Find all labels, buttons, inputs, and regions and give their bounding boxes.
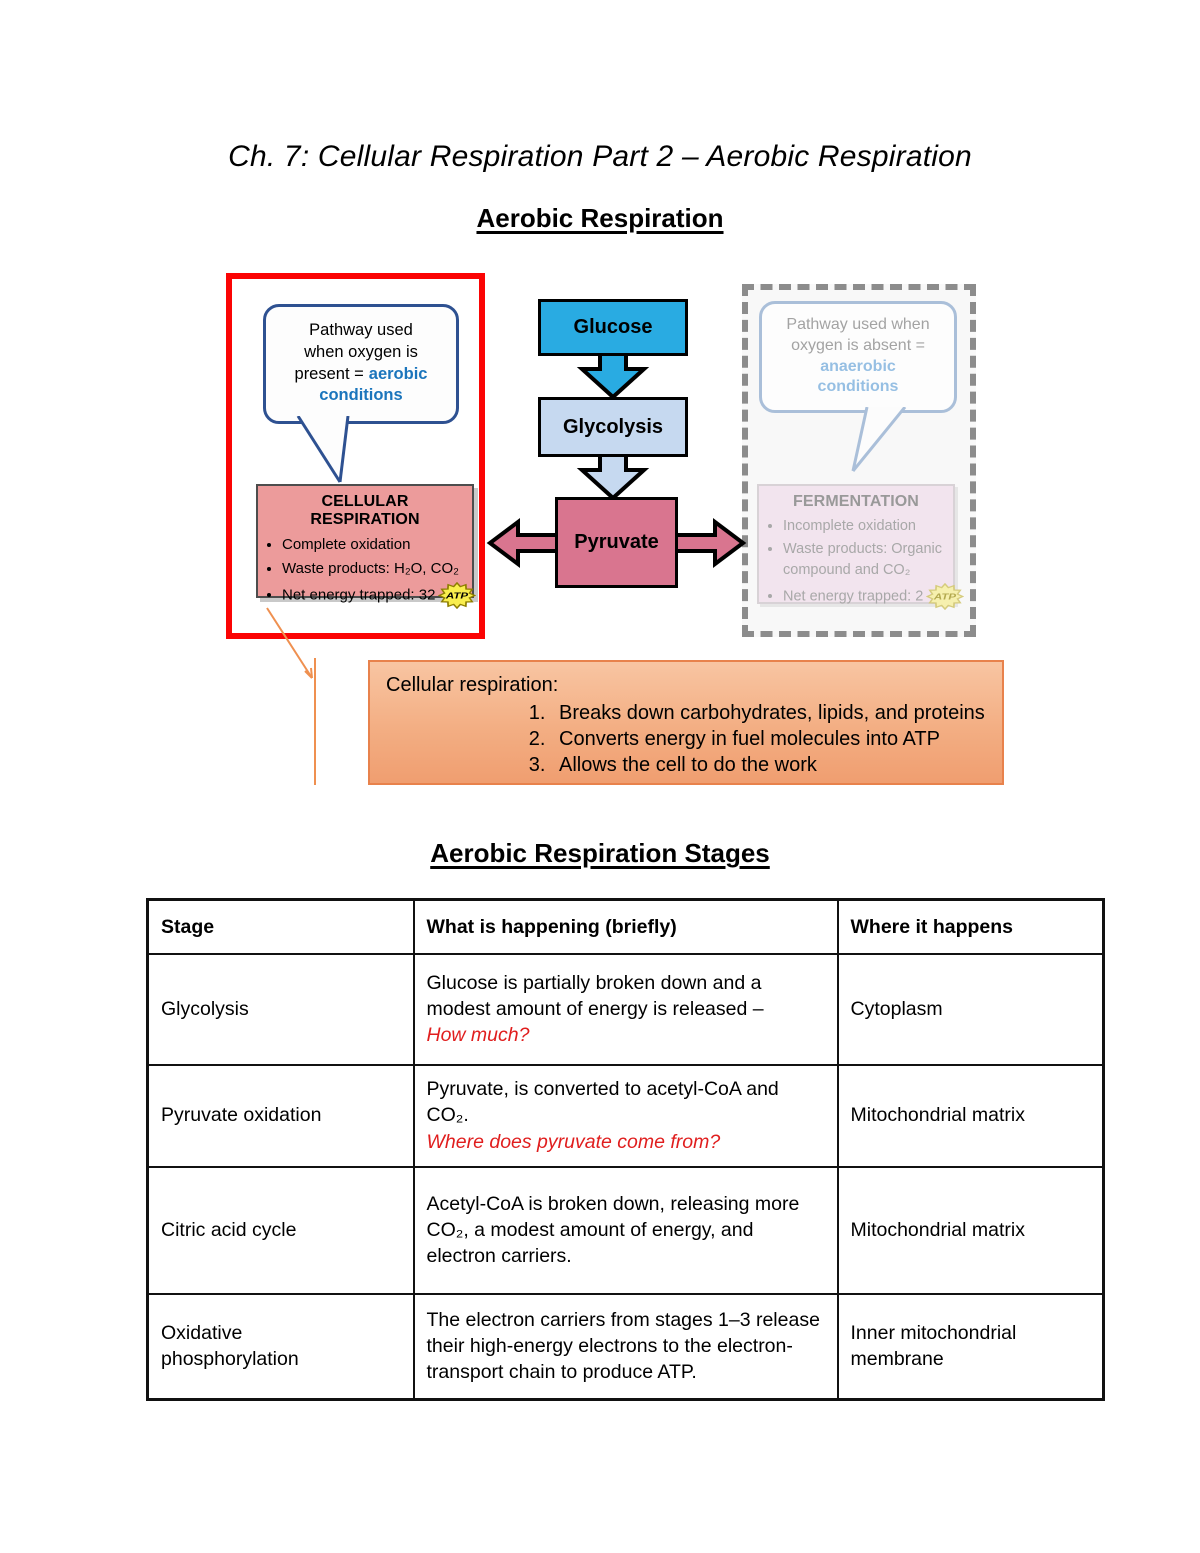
right-arrow-icon (673, 518, 747, 568)
anaerobic-bubble-tail-icon (851, 407, 907, 472)
table-row: Pyruvate oxidation Pyruvate, is converte… (146, 1063, 1105, 1168)
down-arrow-icon (576, 453, 650, 501)
what-cell: The electron carriers from stages 1–3 re… (412, 1292, 839, 1401)
down-arrow-icon (576, 352, 650, 400)
header-what: What is happening (briefly) (412, 898, 839, 955)
bullet-item: Net energy trapped: 32 ATP (282, 581, 477, 609)
where-cell: Cytoplasm (836, 952, 1105, 1066)
note-item: Breaks down carbohydrates, lipids, and p… (551, 700, 986, 726)
table-row: Oxidative phosphorylation The electron c… (146, 1292, 1105, 1401)
callout-connector-line (266, 607, 316, 785)
stage-cell: Citric acid cycle (146, 1165, 415, 1295)
what-cell: Glucose is partially broken down and a m… (412, 952, 839, 1066)
card-bullet-list: Incomplete oxidation Waste products: Org… (768, 516, 965, 611)
glucose-label: Glucose (573, 316, 653, 338)
question-text: How much? (426, 1024, 530, 1047)
aerobic-speech-bubble: Pathway used when oxygen is present =aer… (263, 304, 459, 424)
atp-label: ATP (445, 591, 469, 600)
aerobic-bubble-tail-icon (296, 416, 350, 483)
where-cell: Mitochondrial matrix (836, 1165, 1105, 1295)
page-title: Ch. 7: Cellular Respiration Part 2 – Aer… (228, 140, 972, 173)
heading-aerobic-respiration: Aerobic Respiration (476, 203, 724, 233)
bubble-text: Pathway used when oxygen is absent = (786, 316, 930, 354)
left-arrow-icon (486, 518, 560, 568)
what-text: Pyruvate, is converted to acetyl-CoA and… (426, 1078, 779, 1127)
what-text: The electron carriers from stages 1–3 re… (426, 1308, 820, 1384)
anaerobic-speech-bubble: Pathway used when oxygen is absent = ana… (759, 301, 957, 413)
atp-label: ATP (933, 593, 957, 602)
what-cell: Acetyl-CoA is broken down, releasing mor… (412, 1165, 839, 1295)
what-cell: Pyruvate, is converted to acetyl-CoA and… (412, 1063, 839, 1168)
energy-text: Net energy trapped: 32 (282, 585, 436, 603)
card-bullet-list: Complete oxidation Waste products: H₂O, … (267, 534, 477, 609)
bullet-item: Waste products: Organic compound and CO₂ (783, 539, 944, 581)
glycolysis-label: Glycolysis (562, 415, 664, 438)
what-text: Acetyl-CoA is broken down, releasing mor… (426, 1192, 800, 1268)
pyruvate-label: Pyruvate (574, 531, 659, 553)
bubble-highlight-text: aerobic conditions (319, 364, 428, 405)
stage-cell: Glycolysis (146, 952, 415, 1066)
atp-starburst-icon: ATP (438, 581, 477, 609)
heading-aerobic-respiration-stages: Aerobic Respiration Stages (430, 838, 770, 868)
note-list: Breaks down carbohydrates, lipids, and p… (386, 700, 986, 778)
cellular-respiration-card: CELLULAR RESPIRATION Complete oxidation … (256, 484, 477, 609)
table-header-row: Stage What is happening (briefly) Where … (146, 898, 1105, 955)
bullet-item: Net energy trapped: 2 ATP (783, 583, 965, 611)
note-lead: Cellular respiration: (386, 674, 559, 696)
question-text: Where does pyruvate come from? (426, 1130, 721, 1153)
note-item: Converts energy in fuel molecules into A… (551, 726, 986, 752)
header-stage: Stage (146, 898, 415, 955)
glycolysis-box: Glycolysis (538, 397, 688, 457)
bullet-item: Waste products: H₂O, CO₂ (282, 558, 463, 580)
bubble-highlight-text: anaerobic conditions (817, 357, 899, 396)
bullet-item: Complete oxidation (282, 534, 463, 556)
note-item: Allows the cell to do the work (551, 752, 986, 778)
table-row: Citric acid cycle Acetyl-CoA is broken d… (146, 1165, 1105, 1295)
table-row: Glycolysis Glucose is partially broken d… (146, 952, 1105, 1066)
energy-text: Net energy trapped: 2 (783, 588, 924, 605)
where-cell: Mitochondrial matrix (836, 1063, 1105, 1168)
cellular-respiration-note-box: Cellular respiration: Breaks down carboh… (368, 660, 1004, 785)
card-title: FERMENTATION (793, 493, 919, 510)
stage-cell: Pyruvate oxidation (146, 1063, 415, 1168)
stages-table: Stage What is happening (briefly) Where … (146, 898, 1105, 1401)
fermentation-card: FERMENTATION Incomplete oxidation Waste … (757, 484, 965, 611)
bubble-text: Pathway used when oxygen is present = (294, 321, 418, 383)
card-title: CELLULAR RESPIRATION (310, 493, 420, 528)
glucose-box: Glucose (538, 299, 688, 356)
header-where: Where it happens (836, 898, 1105, 955)
stage-cell: Oxidative phosphorylation (146, 1292, 415, 1401)
where-cell: Inner mitochondrial membrane (836, 1292, 1105, 1401)
bullet-item: Incomplete oxidation (783, 516, 944, 537)
atp-starburst-icon: ATP (926, 583, 965, 611)
what-text: Glucose is partially broken down and a m… (426, 971, 764, 1020)
pyruvate-box: Pyruvate (555, 497, 678, 588)
